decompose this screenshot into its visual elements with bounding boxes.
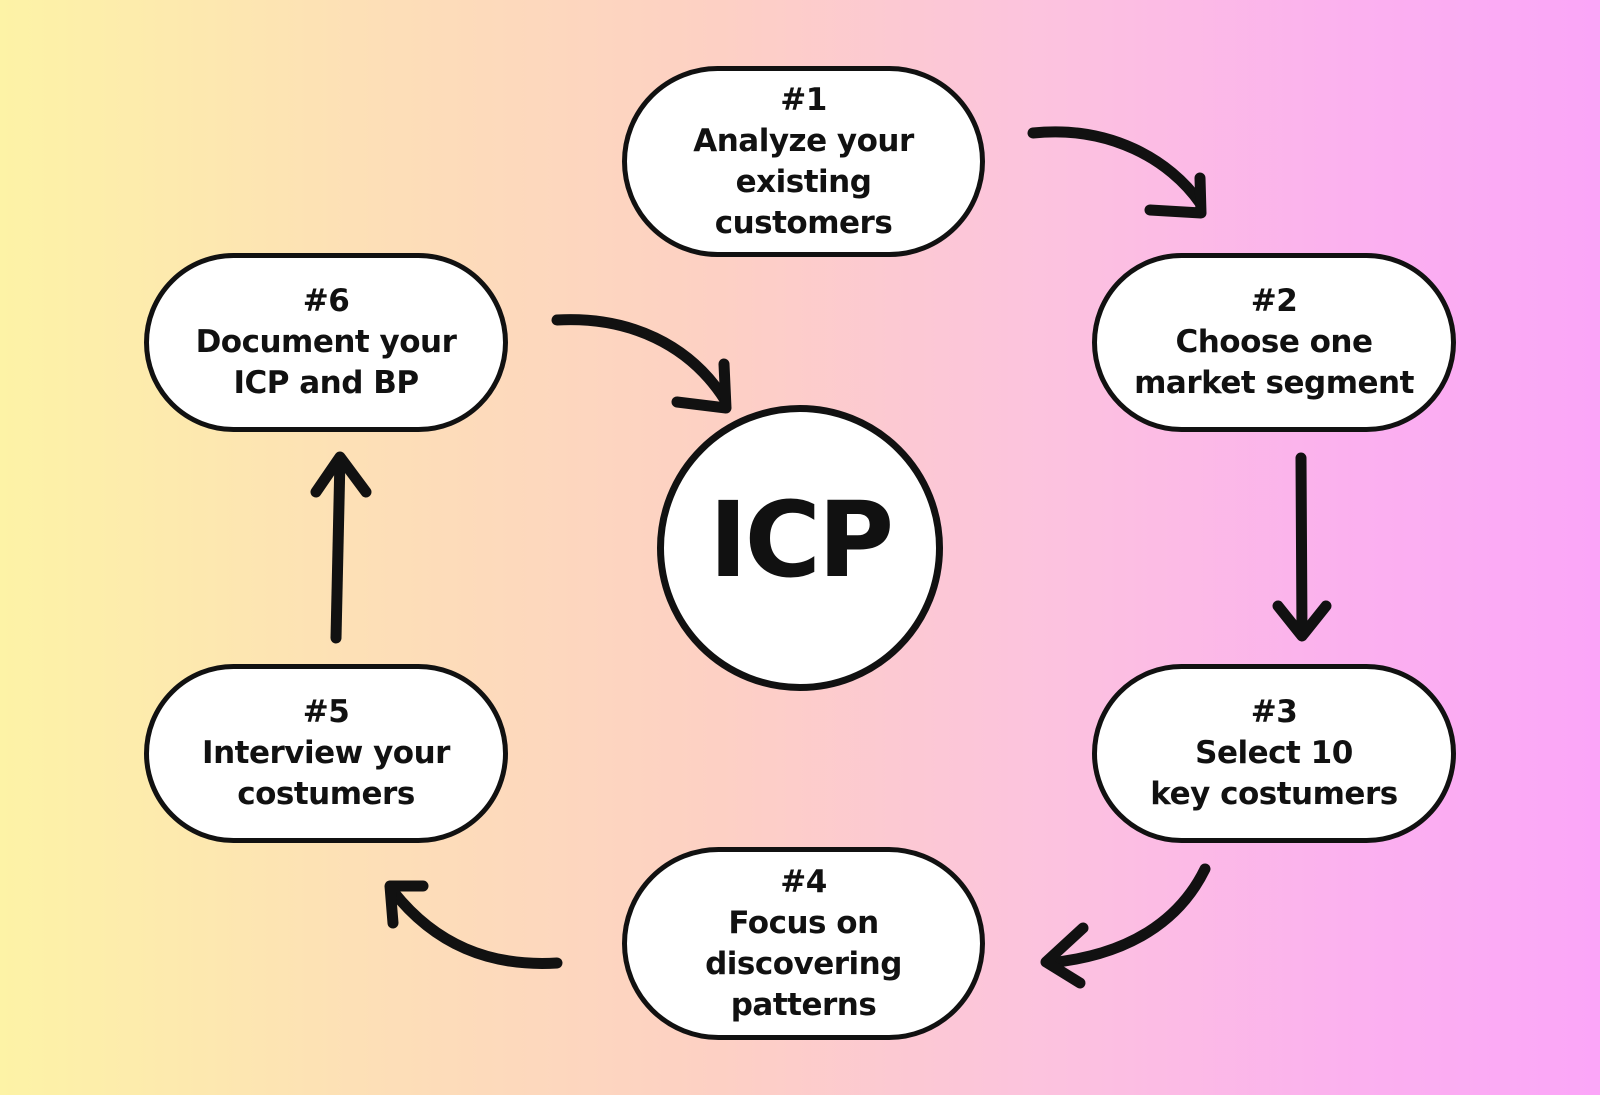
- arrow-5-to-6: [310, 451, 372, 644]
- step-text-line: discovering: [705, 945, 902, 982]
- step-number: #4: [780, 863, 827, 900]
- step-5-node: #5 Interview your costumers: [144, 664, 508, 843]
- arrow-4-to-5: [384, 880, 563, 969]
- step-number: #5: [302, 694, 350, 730]
- step-text-line: existing: [735, 163, 872, 200]
- step-text-line: Focus on: [728, 904, 879, 941]
- arrow-6-to-center: [551, 314, 732, 414]
- step-text-line: Analyze your: [693, 122, 914, 159]
- step-6-node: #6 Document your ICP and BP: [144, 253, 508, 432]
- step-number: #2: [1250, 283, 1298, 319]
- step-2-node: #2 Choose one market segment: [1092, 253, 1456, 432]
- step-3-node: #3 Select 10 key costumers: [1092, 664, 1456, 843]
- step-text-line: Choose one: [1175, 324, 1373, 360]
- step-number: #1: [780, 81, 827, 118]
- arrow-1-to-2: [1027, 126, 1207, 219]
- step-number: #6: [302, 283, 350, 319]
- step-1-node: #1 Analyze your existing customers: [622, 66, 985, 257]
- step-text-line: Select 10: [1195, 735, 1353, 771]
- step-text-line: key costumers: [1150, 776, 1398, 812]
- step-text-line: Interview your: [202, 735, 450, 771]
- arrow-2-to-3: [1272, 452, 1332, 642]
- step-4-node: #4 Focus on discovering patterns: [622, 847, 985, 1040]
- step-number: #3: [1250, 694, 1298, 730]
- step-text-line: market segment: [1134, 365, 1414, 401]
- step-text-line: patterns: [730, 986, 877, 1023]
- arrow-3-to-4: [1040, 863, 1211, 989]
- icp-center-label: ICP: [708, 479, 894, 601]
- icp-center-circle: ICP: [657, 405, 943, 691]
- step-text-line: Document your: [195, 324, 457, 360]
- step-text-line: costumers: [237, 776, 415, 812]
- step-text-line: customers: [714, 204, 893, 241]
- step-text-line: ICP and BP: [233, 365, 419, 401]
